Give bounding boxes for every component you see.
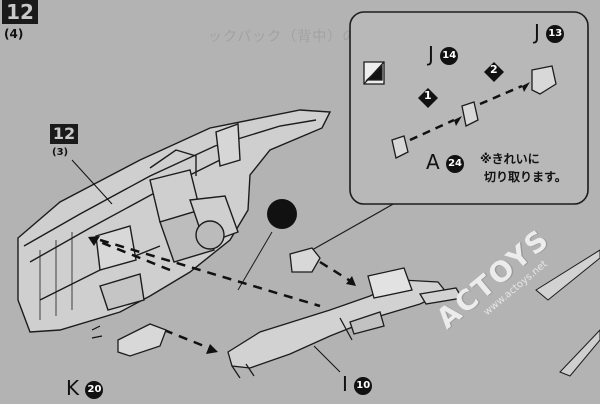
part-label-k20: K 20 — [66, 376, 104, 400]
part-label-j13: J 13 — [534, 20, 565, 44]
cut-note-line1: ※きれいに — [480, 152, 540, 166]
cut-note: ※きれいに 切り取ります。 — [480, 150, 567, 186]
step-number: 12 — [6, 0, 34, 24]
step-number-badge: 12 — [2, 0, 38, 24]
ref-step-number: 12 — [52, 124, 76, 143]
step-markers — [418, 62, 504, 108]
part-label-i10: I 10 — [342, 372, 373, 396]
part-label-j14: J 14 — [428, 42, 459, 66]
k20-part — [117, 323, 167, 357]
main-wing-part — [17, 109, 332, 333]
part-number-i10: 10 — [354, 376, 373, 395]
part-number-a24: 24 — [446, 154, 465, 173]
rifle-part — [227, 267, 464, 379]
part-number-j13: 13 — [546, 24, 565, 43]
part-label-a24: A 24 — [426, 150, 465, 174]
sphere-detail — [267, 199, 297, 229]
part-number-j14: 14 — [440, 46, 459, 65]
cut-note-line2: 切り取ります。 — [484, 170, 567, 184]
step-2-marker: 2 — [490, 63, 498, 76]
step-sub: (4) — [4, 27, 24, 41]
ref-step-badge: 12 — [50, 124, 78, 144]
step-1-marker: 1 — [424, 89, 432, 102]
ref-step-sub: (3) — [52, 147, 69, 158]
part-number-k20: 20 — [85, 380, 104, 399]
